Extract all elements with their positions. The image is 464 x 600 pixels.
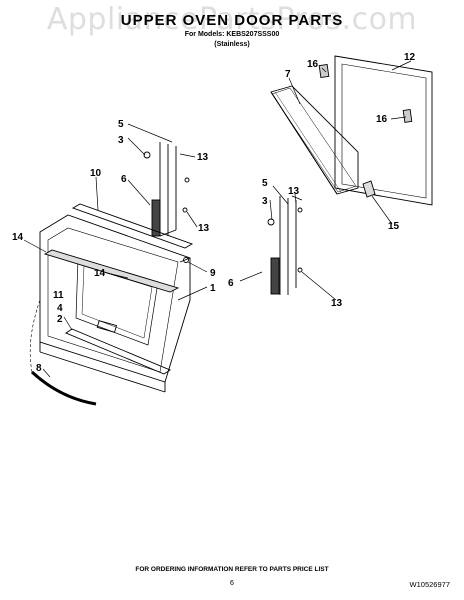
hinge-right xyxy=(267,196,303,295)
callout-6-right: 6 xyxy=(228,278,234,289)
callout-14-left: 14 xyxy=(12,232,24,243)
leader-lines xyxy=(23,60,412,378)
callout-11: 11 xyxy=(53,290,64,301)
top-trim xyxy=(71,203,194,249)
callout-9: 9 xyxy=(210,268,216,279)
callout-13-a: 13 xyxy=(197,152,209,163)
document-id: W10526977 xyxy=(409,580,450,589)
screw-9 xyxy=(179,257,191,263)
callout-15: 15 xyxy=(388,221,400,232)
ordering-footer: FOR ORDERING INFORMATION REFER TO PARTS … xyxy=(135,566,329,573)
bottom-trim xyxy=(65,328,171,375)
page-number: 6 xyxy=(230,580,234,587)
watermark: AppliancePartsPros.com xyxy=(46,2,418,37)
callout-16-right: 16 xyxy=(376,114,388,125)
screw-13-top xyxy=(291,195,303,201)
clip-part xyxy=(362,180,376,198)
door-gasket xyxy=(29,299,97,406)
callout-5-right: 5 xyxy=(262,178,268,189)
callout-16-top: 16 xyxy=(307,59,319,70)
callout-4: 4 xyxy=(57,303,63,314)
hinge-left xyxy=(143,142,190,237)
callout-8: 8 xyxy=(36,363,42,374)
callout-14-center: 14 xyxy=(94,268,106,279)
callout-13-c: 13 xyxy=(288,186,300,197)
callout-13-b: 13 xyxy=(198,223,210,234)
callout-6-left: 6 xyxy=(121,174,127,185)
page-title: UPPER OVEN DOOR PARTS xyxy=(120,12,344,29)
finish-line: (Stainless) xyxy=(214,41,250,48)
inner-glass-panel xyxy=(270,85,359,195)
callout-10: 10 xyxy=(90,168,102,179)
callout-12: 12 xyxy=(404,52,416,63)
callout-3-left: 3 xyxy=(118,135,124,146)
callout-7: 7 xyxy=(285,69,291,80)
door-handle xyxy=(43,249,180,293)
callout-2: 2 xyxy=(57,314,63,325)
callout-13-d: 13 xyxy=(331,298,343,309)
callout-3-right: 3 xyxy=(262,196,268,207)
model-line: For Models: KEBS207SSS00 xyxy=(184,31,280,38)
callout-5-left: 5 xyxy=(118,119,124,130)
callout-1: 1 xyxy=(210,283,216,294)
